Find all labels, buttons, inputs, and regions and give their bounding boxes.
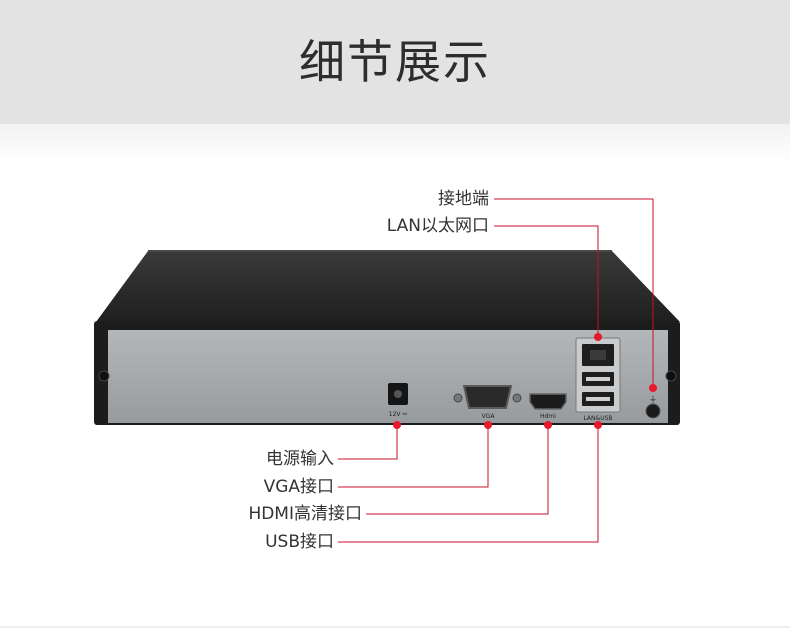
ground-symbol-icon: ⏚	[649, 395, 657, 404]
callout-dot-vga	[484, 421, 492, 429]
screw-left	[98, 370, 110, 382]
header-banner	[0, 0, 790, 124]
callout-line-lan	[494, 225, 599, 337]
callout-ground: 接地端	[438, 189, 489, 209]
callout-dot-usb	[594, 421, 602, 429]
callout-dot-lan	[594, 333, 602, 341]
callout-power: 电源输入	[266, 449, 334, 469]
device-top	[96, 251, 680, 322]
callout-line-usb	[338, 425, 599, 543]
callout-hdmi: HDMI高清接口	[248, 504, 362, 524]
callout-dot-hdmi	[544, 421, 552, 429]
callout-line-hdmi	[366, 425, 549, 515]
callout-line-ground	[494, 198, 654, 388]
hdmi-label: Hdmi	[540, 413, 556, 420]
callout-line-vga	[338, 425, 489, 488]
lan-usb-label: LAN&USB	[583, 415, 612, 422]
callout-vga: VGA接口	[263, 477, 334, 497]
page-title: 细节展示	[299, 35, 491, 89]
rear-panel	[108, 330, 668, 423]
ground-terminal	[645, 403, 661, 419]
screw-right	[665, 370, 677, 382]
vga-port	[462, 385, 513, 409]
power-rating-label: 12V ⎓	[389, 411, 408, 418]
hdmi-port	[529, 393, 567, 410]
callout-lan: LAN以太网口	[386, 216, 489, 236]
callout-dot-ground	[649, 384, 657, 392]
header-shadow	[0, 124, 790, 164]
callout-dot-power	[393, 421, 401, 429]
callout-usb: USB接口	[265, 532, 334, 552]
vga-label: VGA	[482, 413, 496, 420]
callout-line-power	[338, 425, 398, 460]
bottom-divider	[0, 626, 790, 628]
